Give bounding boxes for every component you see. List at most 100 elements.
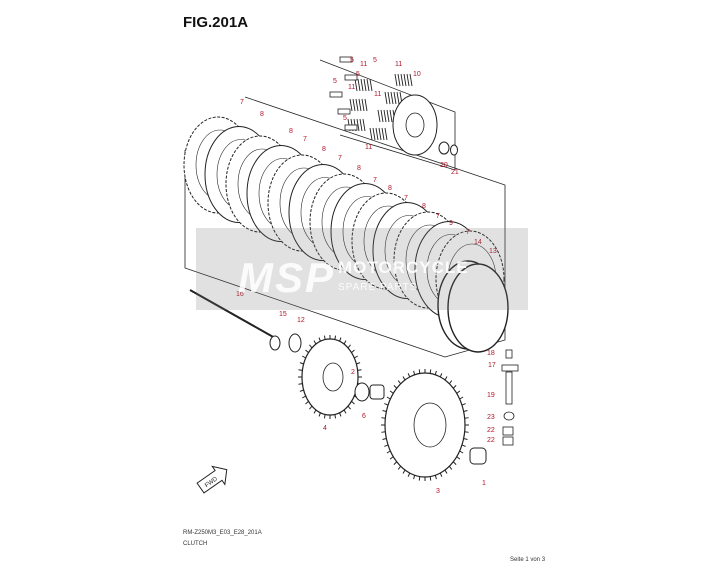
gear-tooth xyxy=(305,401,309,405)
gear-tooth xyxy=(305,349,309,353)
callout-number: 2 xyxy=(351,369,355,376)
callout-number: 22 xyxy=(487,437,495,444)
gear-tooth xyxy=(448,465,453,470)
clutch-spring-coil xyxy=(360,78,364,92)
bearing-washer xyxy=(438,141,450,155)
callout-number: 6 xyxy=(362,413,366,420)
callout-number: 5 xyxy=(333,78,337,85)
gear-tooth xyxy=(381,417,386,419)
clutch-spring-coil xyxy=(406,73,410,87)
figure-title: FIG.201A xyxy=(183,14,249,31)
callout-number: 5 xyxy=(373,57,377,64)
clutch-spring-coil xyxy=(377,109,381,123)
clutch-spring-coil xyxy=(380,109,384,123)
outer-clutch-plate xyxy=(447,263,509,353)
gear-tooth xyxy=(309,405,313,410)
footer-code: RM-Z250M3_E03_E28_201A xyxy=(183,530,262,536)
callout-number: 21 xyxy=(451,169,459,176)
hub-panel-outline xyxy=(319,59,456,171)
callout-number: 4 xyxy=(323,425,327,432)
gear-tooth xyxy=(429,369,432,374)
clutch-spring-coil xyxy=(409,73,413,87)
clutch-spring-coil xyxy=(369,78,373,92)
clutch-spring-coil xyxy=(369,127,373,141)
clutch-spring-coil xyxy=(359,118,363,132)
page-info: Seite 1 von 3 xyxy=(510,557,546,563)
callout-number: 7 xyxy=(303,136,307,143)
gear-tooth xyxy=(389,390,394,394)
gear-tooth xyxy=(323,335,326,340)
bearing-lower xyxy=(502,436,514,446)
callout-number: 9 xyxy=(449,220,453,227)
clutch-spring-coil xyxy=(358,98,362,112)
callout-number: 5 xyxy=(350,57,354,64)
oil-seal xyxy=(503,411,515,421)
gear-tooth xyxy=(381,431,386,433)
spacer xyxy=(469,447,487,465)
clutch-spring-coil xyxy=(356,118,360,132)
callout-number: 8 xyxy=(422,203,426,210)
clutch-spring-coil xyxy=(349,98,353,112)
watermark-band xyxy=(196,228,528,310)
clutch-spring-coil xyxy=(362,118,366,132)
clutch-spring-coil xyxy=(355,98,359,112)
gear-tooth xyxy=(334,414,337,419)
needle-bearing xyxy=(369,384,385,400)
gear-tooth xyxy=(456,390,461,394)
footer-name: CLUTCH xyxy=(183,541,208,547)
gear-tooth xyxy=(448,380,453,385)
callout-number: 22 xyxy=(487,427,495,434)
callout-number: 8 xyxy=(289,128,293,135)
clutch-spring-coil xyxy=(386,109,390,123)
gear-tooth xyxy=(334,335,337,340)
clutch-spring-coil xyxy=(354,78,358,92)
clutch-plates xyxy=(183,116,509,353)
thrust-washer xyxy=(269,335,281,351)
callout-number: 11 xyxy=(395,61,402,68)
release-arm xyxy=(501,364,519,372)
gear-tooth xyxy=(393,461,398,465)
gear-tooth xyxy=(309,344,313,349)
clutch-spring-coil xyxy=(366,78,370,92)
gear-tooth xyxy=(347,344,351,349)
callout-number: 8 xyxy=(357,165,361,172)
clutch-spring-coil xyxy=(397,73,401,87)
clutch-spring-bolt xyxy=(329,91,343,98)
gear-tooth xyxy=(464,417,469,419)
clutch-spring-coil xyxy=(372,127,376,141)
gear-tooth xyxy=(347,405,351,410)
gear-tooth xyxy=(389,456,394,460)
release-shaft xyxy=(505,371,513,405)
callout-number: 7 xyxy=(404,195,408,202)
callout-number: 20 xyxy=(440,162,448,169)
gear-tooth xyxy=(464,431,469,433)
callout-number: 7 xyxy=(436,213,440,220)
callout-number: 5 xyxy=(356,71,360,78)
callout-number: 15 xyxy=(279,311,287,318)
gear-tooth xyxy=(452,385,457,389)
callout-number: 19 xyxy=(487,392,495,399)
snap-ring xyxy=(450,144,458,156)
clutch-spring-coil xyxy=(393,91,397,105)
gear-tooth xyxy=(418,476,421,481)
callout-number: 7 xyxy=(373,177,377,184)
clutch-spring-bolt xyxy=(344,124,358,131)
clutch-spring-coil xyxy=(396,91,400,105)
gear-tooth xyxy=(298,369,303,371)
callout-number: 5 xyxy=(343,115,347,122)
fwd-arrow: FWD xyxy=(196,465,228,494)
clutch-spring-coil xyxy=(357,78,361,92)
callout-number: 12 xyxy=(297,317,305,324)
gear-tooth xyxy=(298,383,303,385)
pressure-disc-hub xyxy=(405,112,425,138)
callout-number: 8 xyxy=(388,185,392,192)
clutch-spring-coil xyxy=(383,109,387,123)
clutch-spring-coil xyxy=(361,98,365,112)
clutch-spring-bolt xyxy=(339,56,353,63)
primary-driven-gear-inner xyxy=(413,402,447,448)
callout-number: 17 xyxy=(488,362,496,369)
watermark-brand: MSP xyxy=(238,254,336,301)
gear-tooth xyxy=(323,414,326,419)
